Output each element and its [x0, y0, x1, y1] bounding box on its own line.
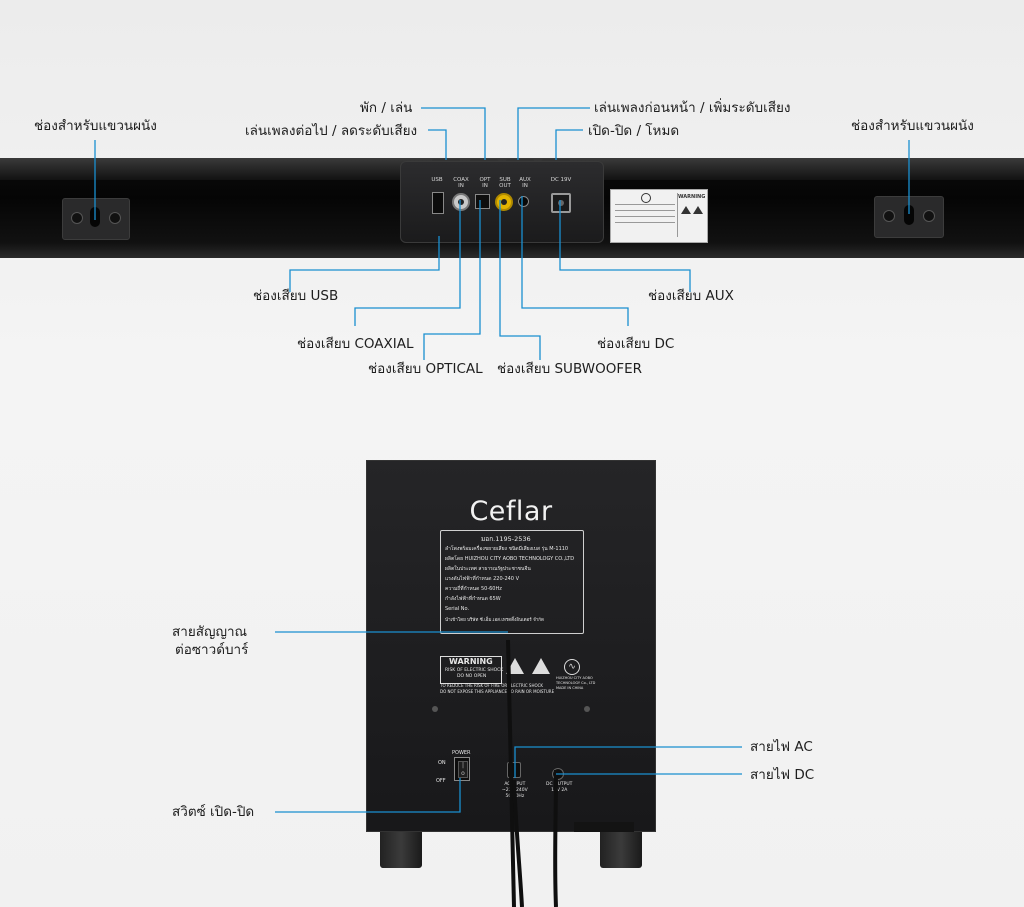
- switch-title: POWER: [452, 750, 471, 756]
- wall-mount-slot-right: [874, 196, 944, 238]
- brand-logo: Ceflar: [469, 496, 553, 527]
- ac-input-mark: AC INPUT ~220-240V 50/60Hz: [502, 782, 528, 799]
- power-switch[interactable]: |o: [454, 757, 470, 781]
- dc-output-mark: DC OUTPUT 19V 2A: [546, 782, 573, 793]
- label-wall-mount-right: ช่องสำหรับแขวนผนัง: [851, 118, 974, 134]
- optical-port[interactable]: [475, 194, 490, 209]
- ac-symbol-icon: ∿: [564, 659, 580, 675]
- label-dc-cable: สายไฟ DC: [750, 767, 815, 783]
- usb-mark: USB: [431, 177, 443, 183]
- aux-mark: AUX IN: [519, 177, 531, 189]
- label-aux-port: ช่องเสียบ AUX: [648, 288, 734, 304]
- switch-off-label: OFF: [436, 778, 446, 784]
- subwoofer-port[interactable]: [495, 193, 513, 211]
- ac-socket[interactable]: [507, 762, 521, 778]
- usb-port[interactable]: [432, 192, 444, 214]
- label-dc-port: ช่องเสียบ DC: [597, 336, 675, 352]
- label-optical-port: ช่องเสียบ OPTICAL: [368, 361, 483, 377]
- rating-sticker: WARNING: [610, 189, 708, 243]
- subwoofer: Ceflar มอก.1195-2536 ลำโพงพร้อมเครื่องขย…: [366, 460, 656, 870]
- label-power-mode: เปิด-ปิด / โหมด: [588, 123, 680, 139]
- warning-box: WARNING RISK OF ELECTRIC SHOCK DO NO OPE…: [440, 656, 503, 684]
- label-usb-port: ช่องเสียบ USB: [253, 288, 339, 304]
- switch-on-label: ON: [438, 760, 446, 766]
- sub-mark: SUB OUT: [499, 177, 511, 189]
- label-wall-mount-left: ช่องสำหรับแขวนผนัง: [34, 118, 157, 134]
- aux-port[interactable]: [518, 196, 529, 207]
- dc-port[interactable]: [551, 193, 571, 213]
- label-signal-cable-line2: ต่อซาวด์บาร์: [175, 642, 249, 658]
- label-next-vol-down: เล่นเพลงต่อไป / ลดระดับเสียง: [245, 123, 418, 139]
- label-play-pause: พัก / เล่น: [360, 100, 413, 116]
- warning-panel: WARNING RISK OF ELECTRIC SHOCK DO NO OPE…: [440, 656, 596, 694]
- sticker-warning-title: WARNING: [678, 194, 706, 200]
- shock-hazard-icon: [506, 658, 524, 674]
- dc-mark: DC 19V: [550, 177, 572, 183]
- subwoofer-foot-left: [380, 830, 422, 868]
- dc-socket[interactable]: [552, 768, 564, 780]
- caution-icon: [532, 658, 550, 674]
- label-coaxial-port: ช่องเสียบ COAXIAL: [297, 336, 414, 352]
- label-power-switch: สวิตซ์ เปิด-ปิด: [172, 804, 255, 820]
- coax-mark: COAX IN: [453, 177, 469, 189]
- coaxial-port[interactable]: [452, 193, 470, 211]
- label-prev-vol-up: เล่นเพลงก่อนหน้า / เพิ่มระดับเสียง: [594, 100, 791, 116]
- opt-mark: OPT IN: [479, 177, 491, 189]
- subwoofer-foot-right: [600, 830, 642, 868]
- soundbar: USB COAX IN OPT IN SUB OUT AUX IN DC 19V…: [0, 155, 1024, 263]
- label-signal-cable-line1: สายสัญญาณ: [172, 624, 248, 640]
- label-ac-cable: สายไฟ AC: [750, 739, 813, 755]
- label-subwoofer-port: ช่องเสียบ SUBWOOFER: [497, 361, 642, 377]
- rating-plate: มอก.1195-2536 ลำโพงพร้อมเครื่องขยายเสียง…: [440, 530, 584, 634]
- wall-mount-slot-left: [62, 198, 130, 240]
- port-panel: USB COAX IN OPT IN SUB OUT AUX IN DC 19V: [400, 161, 604, 243]
